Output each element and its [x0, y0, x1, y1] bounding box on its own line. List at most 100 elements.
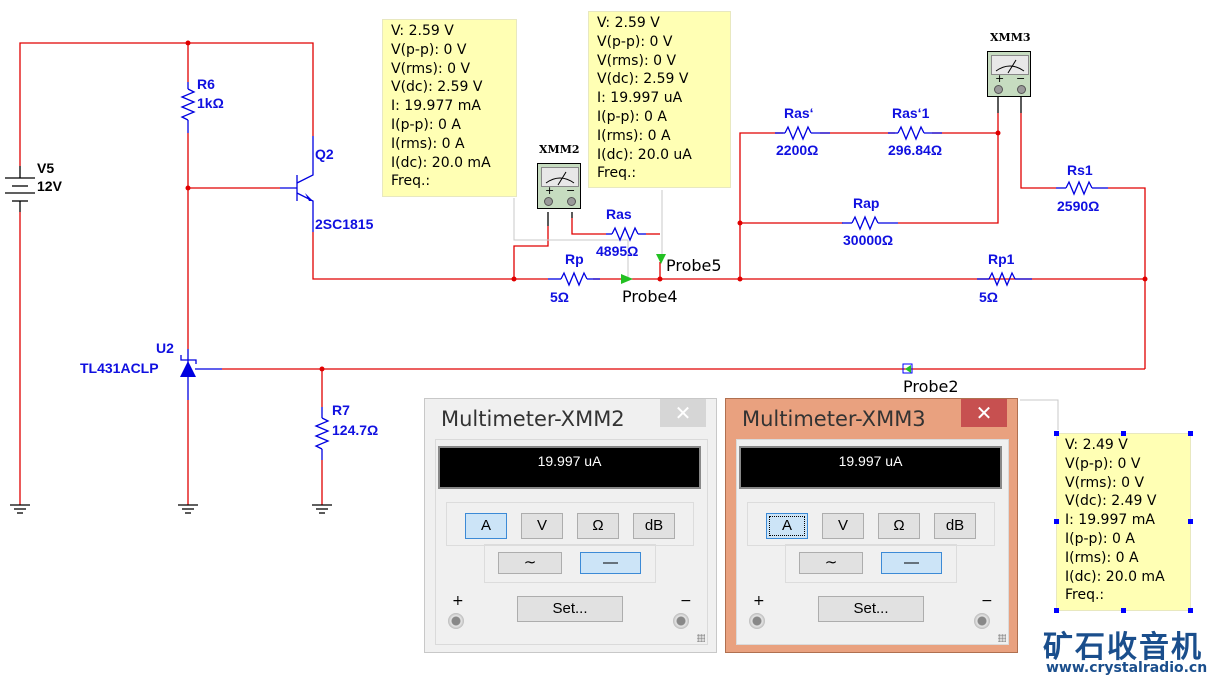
readout-line: I(dc): 20.0 mA [1065, 568, 1165, 585]
resize-handle[interactable] [1054, 431, 1059, 436]
probe2-readout[interactable]: V: 2.49 V V(p-p): 0 V V(rms): 0 V V(dc):… [1056, 433, 1191, 611]
xmm2-label: XMM2 [539, 143, 580, 156]
multimeter-xmm2-icon[interactable]: + − [537, 163, 581, 209]
resistor-ras-prime-icon[interactable] [775, 125, 830, 141]
set-button[interactable]: Set... [818, 596, 924, 622]
plus-terminal-icon[interactable] [544, 197, 553, 206]
readout-line: V: 2.59 V [391, 23, 454, 39]
dc-button[interactable]: — [580, 552, 641, 574]
q2-value: 2SC1815 [315, 216, 374, 232]
reading-display: 19.997 uA [438, 446, 701, 489]
mode-ammeter-button[interactable]: A [766, 513, 808, 539]
resize-handle[interactable] [1054, 608, 1059, 613]
readout-line: V(dc): 2.59 V [391, 79, 483, 96]
probe4-arrow-icon[interactable] [621, 274, 633, 284]
readout-line: I(rms): 0 A [597, 127, 671, 144]
r7-value: 124.7Ω [332, 422, 379, 438]
set-button[interactable]: Set... [517, 596, 623, 622]
r7-name: R7 [332, 402, 350, 418]
minus-terminal-icon[interactable] [1017, 85, 1026, 94]
minus-sign: − [981, 593, 993, 609]
resize-handle[interactable] [1188, 519, 1193, 524]
probe5-arrow-icon[interactable] [656, 254, 666, 264]
readout-line: V(p-p): 0 V [597, 33, 673, 50]
ras-prime1-name: Ras‘1 [892, 105, 930, 121]
readout-line: V(dc): 2.49 V [1065, 493, 1157, 510]
readout-line: I(p-p): 0 A [1065, 530, 1135, 547]
multimeter-xmm3-window[interactable]: Multimeter-XMM3 ✕ 19.997 uA A V Ω dB ∼ —… [725, 398, 1018, 653]
plus-terminal-icon[interactable] [749, 613, 765, 629]
resize-handle[interactable] [1054, 519, 1059, 524]
mode-ammeter-button[interactable]: A [465, 513, 507, 539]
meter-face-icon [541, 167, 579, 187]
v5-value: 12V [37, 178, 62, 194]
coupling-group: ∼ — [484, 544, 656, 583]
resize-handle[interactable] [1121, 431, 1126, 436]
ras-prime1-value: 296.84Ω [888, 142, 943, 158]
resize-grip-icon[interactable] [697, 634, 705, 642]
rap-value: 30000Ω [843, 232, 894, 248]
readout-line: I(rms): 0 A [391, 135, 465, 152]
ras-name: Ras [606, 206, 632, 222]
readout-line: I(rms): 0 A [1065, 549, 1139, 566]
resistor-rp-icon[interactable] [548, 271, 600, 287]
ras-prime-value: 2200Ω [776, 142, 819, 158]
resize-grip-icon[interactable] [998, 634, 1006, 642]
mode-voltmeter-button[interactable]: V [822, 513, 864, 539]
junction-dots [185, 40, 1148, 372]
watermark-logo: 矿石收音机 [1043, 630, 1203, 665]
rap-name: Rap [853, 195, 880, 211]
resistor-r6-icon[interactable] [180, 82, 196, 133]
plus-terminal-icon[interactable] [994, 85, 1003, 94]
readout-line: I(p-p): 0 A [391, 116, 461, 133]
resistor-r7-icon[interactable] [314, 407, 330, 460]
readout-line: I(p-p): 0 A [597, 108, 667, 125]
minus-terminal-icon[interactable] [974, 613, 990, 629]
multimeter-xmm3-icon[interactable]: + − [987, 51, 1031, 97]
rs1-value: 2590Ω [1057, 198, 1100, 214]
u2-value: TL431ACLP [80, 360, 159, 376]
minus-terminal-icon[interactable] [567, 197, 576, 206]
probe2-label: Probe2 [903, 377, 959, 396]
resistor-rap-icon[interactable] [842, 215, 898, 231]
resistor-rp1-icon[interactable] [977, 271, 1032, 287]
resize-handle[interactable] [1188, 431, 1193, 436]
readout-line: I(dc): 20.0 mA [391, 154, 491, 171]
readout-line: I: 19.997 uA [597, 90, 683, 107]
window-title: Multimeter-XMM3 [742, 407, 926, 431]
resize-handle[interactable] [1188, 608, 1193, 613]
transistor-q2-icon[interactable] [280, 136, 314, 232]
probe-leaders [513, 190, 1059, 430]
mode-ohmmeter-button[interactable]: Ω [878, 513, 920, 539]
mode-decibel-button[interactable]: dB [934, 513, 976, 539]
mode-voltmeter-button[interactable]: V [521, 513, 563, 539]
multimeter-xmm2-window[interactable]: Multimeter-XMM2 ✕ 19.997 uA A V Ω dB ∼ —… [424, 398, 717, 653]
resistor-rs1-icon[interactable] [1056, 180, 1108, 196]
ac-button[interactable]: ∼ [799, 552, 863, 574]
v5-name: V5 [37, 160, 55, 176]
minus-terminal-icon[interactable] [673, 613, 689, 629]
close-button[interactable]: ✕ [660, 399, 706, 427]
resistor-ras-icon[interactable] [606, 226, 646, 242]
multimeter-body: 19.997 uA A V Ω dB ∼ — + Set... − [736, 439, 1009, 645]
u2-name: U2 [156, 340, 174, 356]
probe4-readout: V: 2.59 V V(p-p): 0 V V(rms): 0 V V(dc):… [382, 19, 517, 197]
plus-terminal-icon[interactable] [448, 613, 464, 629]
meter-face-icon [991, 55, 1029, 75]
shunt-regulator-u2-icon[interactable] [180, 349, 222, 400]
resistor-ras-prime1-icon[interactable] [888, 125, 942, 141]
plus-sign: + [995, 72, 1005, 85]
readout-line: Freq.: [1065, 587, 1105, 604]
ac-button[interactable]: ∼ [498, 552, 562, 574]
plus-sign: + [452, 593, 464, 609]
probe2-arrow-icon[interactable] [902, 363, 913, 374]
resize-handle[interactable] [1121, 608, 1126, 613]
battery-v5-icon[interactable] [5, 166, 35, 212]
close-button[interactable]: ✕ [961, 399, 1007, 427]
readout-line: Freq.: [391, 173, 431, 190]
mode-ohmmeter-button[interactable]: Ω [577, 513, 619, 539]
readout-line: V(rms): 0 V [391, 60, 471, 77]
mode-decibel-button[interactable]: dB [633, 513, 675, 539]
dc-button[interactable]: — [881, 552, 942, 574]
